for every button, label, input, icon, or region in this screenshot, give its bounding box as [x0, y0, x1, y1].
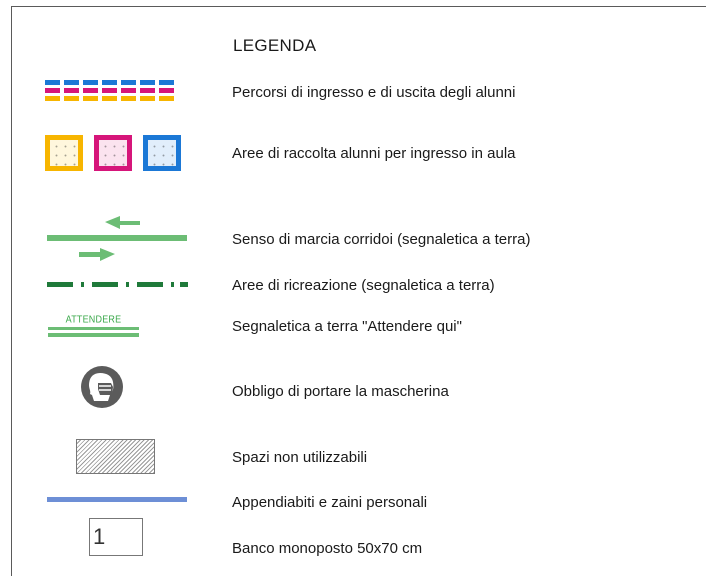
- senso-marcia-symbol: [47, 216, 187, 261]
- percorsi-symbol: [45, 80, 174, 101]
- attendere-bar-top: [48, 327, 139, 330]
- legend-label-percorsi: Percorsi di ingresso e di uscita degli a…: [232, 84, 516, 101]
- mask-icon: [81, 366, 123, 408]
- attendere-text: ATTENDERE: [65, 313, 122, 325]
- spazi-hatch-symbol: [76, 439, 155, 474]
- stripe-yellow: [159, 96, 174, 101]
- legend-label-spazi: Spazi non utilizzabili: [232, 449, 368, 466]
- legend-label-banco: Banco monoposto 50x70 cm: [232, 540, 423, 557]
- legend-label-attendere: Segnaletica a terra "Attendere qui": [232, 318, 462, 335]
- stripe-blue: [102, 80, 117, 85]
- area-yellow-box: [45, 135, 83, 171]
- stripe-blue: [64, 80, 79, 85]
- area-blue-box: [143, 135, 181, 171]
- legend-frame: [11, 6, 706, 576]
- stripe-blue: [83, 80, 98, 85]
- stripe-magenta: [121, 88, 136, 93]
- stripe-yellow: [102, 96, 117, 101]
- legend-label-aree-raccolta: Aree di raccolta alunni per ingresso in …: [232, 145, 516, 162]
- stripe-blue: [45, 80, 60, 85]
- appendiabiti-line: [47, 497, 187, 502]
- stripe-blue: [121, 80, 136, 85]
- stripe-yellow: [121, 96, 136, 101]
- stripe-magenta: [45, 88, 60, 93]
- desk-symbol: 1: [89, 518, 143, 556]
- stripe-yellow: [45, 96, 60, 101]
- aree-raccolta-symbol: [45, 135, 189, 171]
- corridor-line: [47, 235, 187, 241]
- legend-label-appendiabiti: Appendiabiti e zaini personali: [232, 494, 428, 511]
- stripe-magenta: [140, 88, 155, 93]
- legend-label-aree-ricreazione: Aree di ricreazione (segnaletica a terra…: [232, 277, 495, 294]
- legend-label-senso-marcia: Senso di marcia corridoi (segnaletica a …: [232, 231, 531, 248]
- stripe-yellow: [64, 96, 79, 101]
- stripe-magenta: [64, 88, 79, 93]
- attendere-bar-bottom: [48, 333, 139, 337]
- legend-label-mascherina: Obbligo di portare la mascherina: [232, 383, 449, 400]
- stripe-blue: [159, 80, 174, 85]
- area-magenta-box: [94, 135, 132, 171]
- arrow-right-icon: [79, 248, 115, 261]
- arrow-left-icon: [105, 216, 140, 229]
- stripe-blue: [140, 80, 155, 85]
- stripe-magenta: [159, 88, 174, 93]
- stripe-magenta: [83, 88, 98, 93]
- stripe-yellow: [83, 96, 98, 101]
- stripe-yellow: [140, 96, 155, 101]
- aree-ricreazione-symbol: [47, 282, 188, 287]
- attendere-symbol: ATTENDERE: [45, 313, 142, 342]
- stripe-magenta: [102, 88, 117, 93]
- legend-title: LEGENDA: [233, 36, 317, 55]
